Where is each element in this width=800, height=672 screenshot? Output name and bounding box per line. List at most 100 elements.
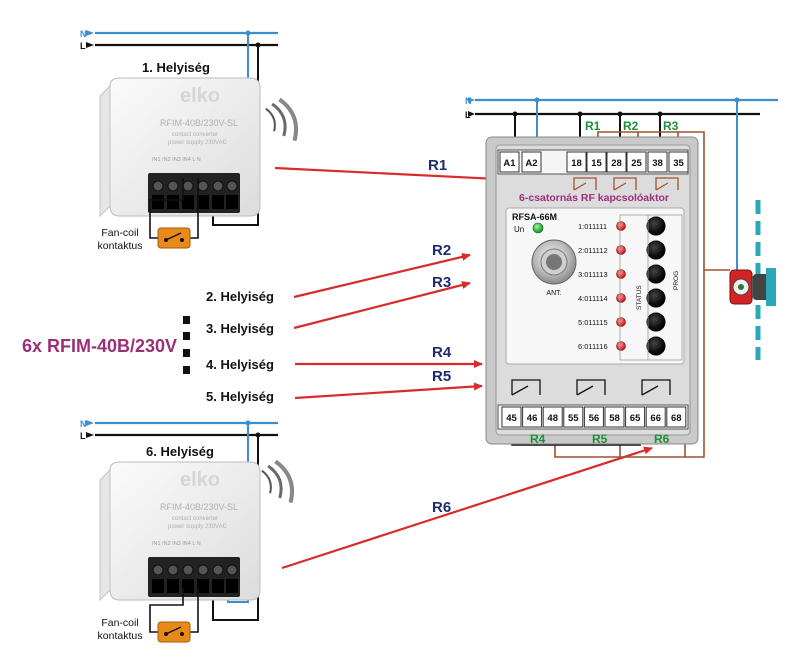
- top-terminal-label: 28: [611, 158, 622, 169]
- svg-text:contact converter: contact converter: [172, 516, 218, 522]
- ant-label: ANT.: [546, 290, 561, 297]
- channel-status-led-icon: [616, 317, 626, 327]
- room1-group: N L 1. Helyiség elko RFIM-40B/230V-SL co…: [80, 29, 299, 252]
- top-terminal-label: 15: [591, 158, 602, 169]
- svg-text:contact converter: contact converter: [172, 132, 218, 138]
- room1-neutral-label: N: [80, 29, 87, 39]
- bottom-terminal-68: [666, 406, 687, 428]
- radio-label-r4: R4: [432, 344, 452, 361]
- radio-arrow-r5: [294, 382, 483, 400]
- svg-text:RFIM-40B/230V-SL: RFIM-40B/230V-SL: [160, 502, 238, 512]
- channel-prog-button[interactable]: [646, 240, 666, 260]
- radio-label-r5: R5: [432, 368, 451, 385]
- bottom-terminal-48: [542, 406, 563, 428]
- room6-radio-waves-icon: [261, 459, 295, 504]
- radio-label-r3: R3: [432, 274, 451, 291]
- bottom-terminal-label: 45: [506, 413, 517, 424]
- circulation-pump-icon: [729, 200, 776, 360]
- svg-text:power supply 230VAC: power supply 230VAC: [168, 524, 228, 530]
- un-led-icon: [532, 222, 544, 234]
- un-label: Un: [514, 225, 524, 234]
- relay-label-r3: R3: [663, 119, 679, 133]
- room6-group: N L 6. Helyiség elko RFIM-40B/230V-SL co…: [80, 419, 295, 643]
- svg-text:N: N: [465, 96, 472, 106]
- room1-title: 1. Helyiség: [142, 60, 210, 75]
- channel-list: 1:0111112:0111123:0111134:0111145:011115…: [578, 216, 666, 356]
- channel-code: 3:011113: [578, 270, 608, 279]
- bottom-terminal-56: [583, 406, 604, 428]
- bottom-terminal-label: 48: [547, 413, 558, 424]
- channel-code: 6:011116: [578, 342, 608, 351]
- bottom-terminal-65: [625, 406, 646, 428]
- room4-label: 4. Helyiség: [206, 357, 274, 372]
- svg-text:RFIM-40B/230V-SL: RFIM-40B/230V-SL: [160, 118, 238, 128]
- channel-prog-button[interactable]: [646, 288, 666, 308]
- channel-prog-button[interactable]: [646, 264, 666, 284]
- bottom-terminal-label: 56: [589, 413, 600, 424]
- svg-text:elko: elko: [180, 469, 220, 491]
- status-label: STATUS: [636, 285, 643, 310]
- room5-label: 5. Helyiség: [206, 389, 274, 404]
- bottom-terminal-label: 55: [568, 413, 579, 424]
- room6-fancoil-switch: [157, 621, 191, 643]
- bottom-terminal-55: [563, 406, 584, 428]
- room6-title: 6. Helyiség: [146, 444, 214, 459]
- channel-code: 4:011114: [578, 294, 608, 303]
- channel-prog-button[interactable]: [646, 312, 666, 332]
- sender-count-bullets: [183, 316, 190, 374]
- top-terminal-label: 35: [673, 158, 684, 169]
- svg-text:Fan-coil: Fan-coil: [101, 617, 138, 629]
- room1-module: elko RFIM-40B/230V-SL contact converter …: [99, 77, 261, 217]
- svg-text:IN1 IN2 IN3 IN4 L N: IN1 IN2 IN3 IN4 L N: [152, 157, 201, 163]
- bottom-terminal-label: 65: [630, 413, 641, 424]
- room3-label: 3. Helyiség: [206, 321, 274, 336]
- top-terminal-A2: [521, 151, 542, 173]
- svg-text:L: L: [80, 431, 86, 441]
- channel-prog-button[interactable]: [646, 216, 666, 236]
- channel-status-led-icon: [616, 341, 626, 351]
- channel-status-led-icon: [616, 221, 626, 231]
- room1-fancoil-label-2: kontaktus: [98, 240, 143, 252]
- bottom-terminal-label: 58: [609, 413, 620, 424]
- actuator-model: RFSA-66M: [512, 212, 557, 222]
- radio-label-r1: R1: [428, 157, 447, 174]
- room1-radio-waves-icon: [265, 97, 299, 142]
- channel-code: 2:011112: [578, 246, 608, 255]
- radio-label-r2: R2: [432, 242, 451, 259]
- channel-status-led-icon: [616, 245, 626, 255]
- bottom-terminal-label: 66: [650, 413, 661, 424]
- radio-arrow-r2: [293, 252, 471, 299]
- room1-fancoil-switch: [157, 227, 191, 249]
- relay-label-r4: R4: [530, 432, 546, 446]
- room1-fancoil-label-1: Fan-coil: [101, 227, 138, 239]
- top-terminal-label: 25: [631, 158, 642, 169]
- bottom-terminal-label: 46: [527, 413, 538, 424]
- prog-label: PROG: [673, 271, 680, 290]
- top-terminal-38: [647, 151, 668, 173]
- radio-arrow-r3: [293, 281, 471, 330]
- actuator-title: 6-csatornás RF kapcsolóaktor: [519, 192, 669, 204]
- relay-label-r5: R5: [592, 432, 608, 446]
- channel-status-led-icon: [616, 269, 626, 279]
- top-terminal-label: 18: [571, 158, 582, 169]
- relay-label-r6: R6: [654, 432, 670, 446]
- bottom-terminal-strip: 45 46 48 55 56 58 65 66 68: [501, 406, 687, 428]
- bottom-terminal-66: [645, 406, 666, 428]
- bottom-terminal-label: 68: [671, 413, 682, 424]
- channel-code: 5:011115: [578, 318, 608, 327]
- top-terminal-label: A1: [503, 158, 516, 169]
- top-terminal-15: [586, 151, 607, 173]
- channel-prog-button[interactable]: [646, 336, 666, 356]
- svg-text:elko: elko: [180, 85, 220, 107]
- channel-status-led-icon: [616, 293, 626, 303]
- room6-module: elko RFIM-40B/230V-SL contact converter …: [99, 461, 261, 601]
- svg-text:power supply 230VAC: power supply 230VAC: [168, 140, 228, 146]
- room1-live-label: L: [80, 41, 86, 51]
- top-terminal-18: [566, 151, 587, 173]
- radio-label-r6: R6: [432, 499, 451, 516]
- radio-arrow-r6: [281, 446, 653, 570]
- top-terminal-35: [668, 151, 689, 173]
- top-terminal-25: [626, 151, 647, 173]
